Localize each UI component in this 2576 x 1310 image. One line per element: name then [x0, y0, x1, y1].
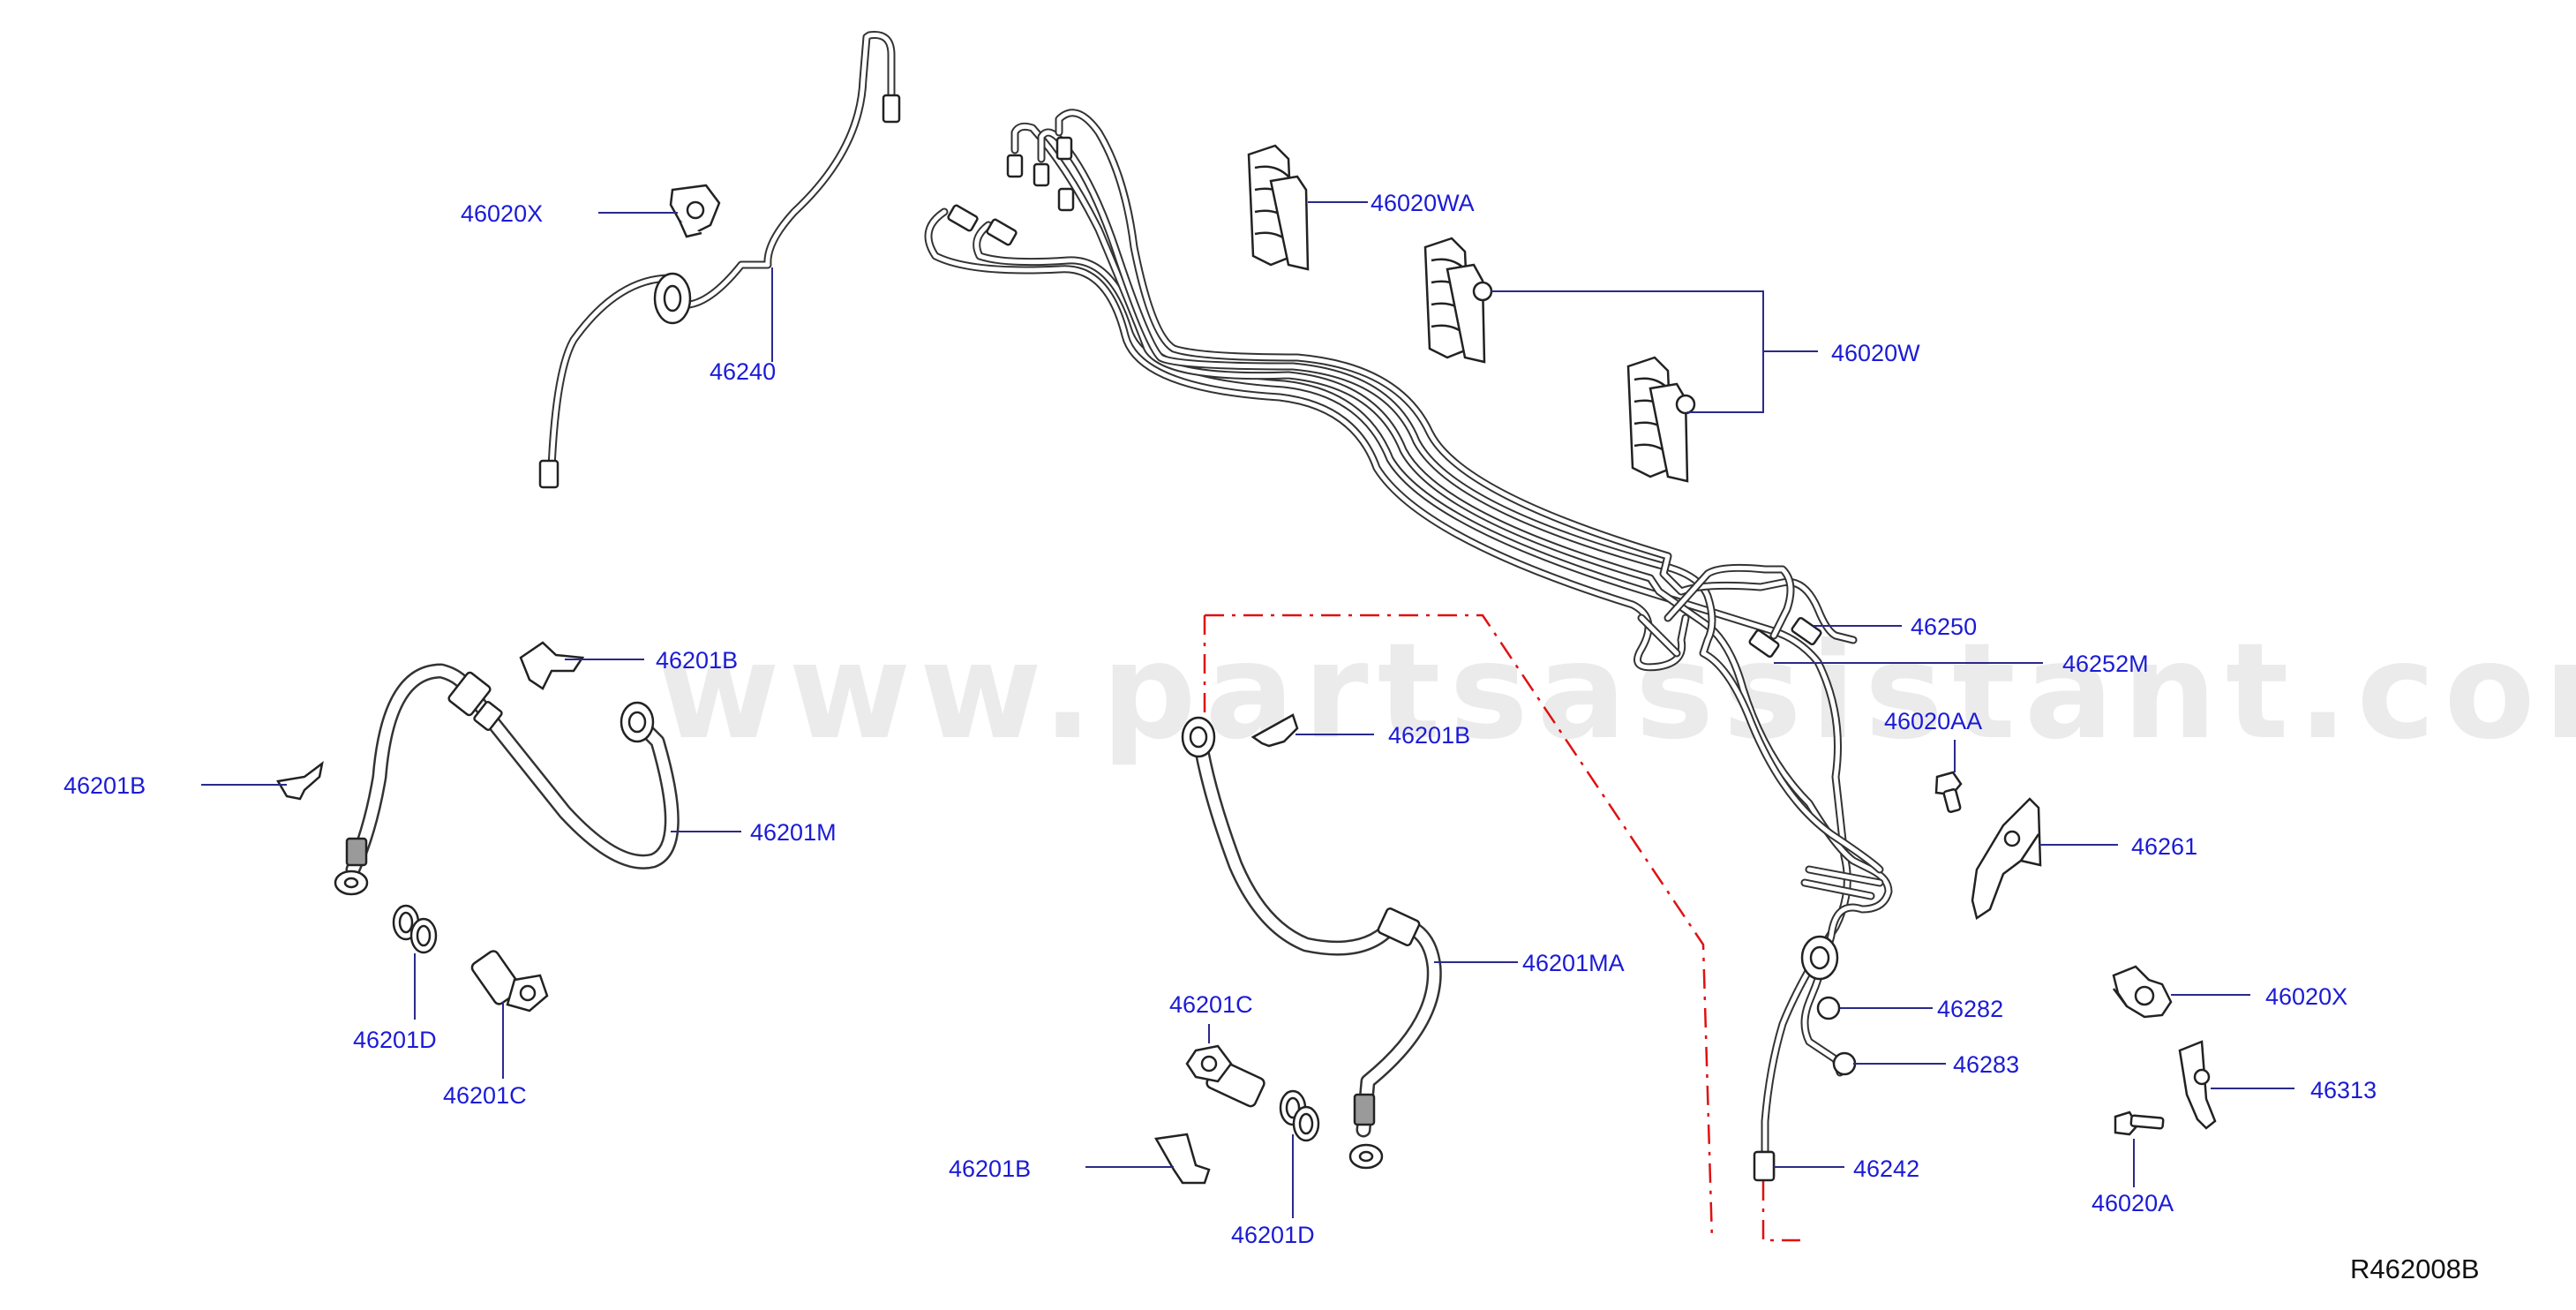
callout-46201ma[interactable]: 46201MA [1522, 950, 1625, 976]
rear-brake-tube-bundle-46250[interactable] [924, 109, 1893, 1180]
fitting-46283[interactable] [1832, 1051, 1857, 1076]
callout-46201b-bottom[interactable]: 46201B [949, 1156, 1031, 1182]
fitting-46242[interactable] [1753, 1150, 1776, 1182]
callout-46020a[interactable]: 46020A [2092, 1190, 2174, 1216]
callout-46020aa[interactable]: 46020AA [1884, 708, 1982, 734]
union-bolt-46201c-middle[interactable] [1185, 1044, 1265, 1108]
front-brake-tube-46240[interactable] [538, 30, 901, 489]
callout-46201d-left[interactable]: 46201D [353, 1027, 437, 1053]
callout-46201c-left[interactable]: 46201C [443, 1082, 527, 1109]
callout-46201d-middle[interactable]: 46201D [1231, 1222, 1315, 1248]
callout-46020w[interactable]: 46020W [1831, 340, 1920, 366]
clip-46020x-top[interactable] [669, 184, 721, 238]
callout-46313[interactable]: 46313 [2310, 1077, 2377, 1103]
assembly-boundary-dashed-line [1203, 614, 1800, 1242]
fitting-46282[interactable] [1816, 996, 1841, 1020]
union-bolt-46201c-left[interactable] [470, 949, 549, 1013]
callout-46252m[interactable]: 46252M [2062, 651, 2149, 677]
callout-46201m[interactable]: 46201M [750, 819, 837, 846]
leader-lines [201, 201, 2294, 1218]
copper-washers-46201d-left[interactable] [392, 904, 438, 954]
hose-clip-46201b-bottom[interactable] [1154, 1133, 1211, 1185]
watermark: www.partsassistant.com [657, 615, 2576, 769]
hose-clip-46201b-left-top[interactable] [519, 641, 585, 690]
hose-clip-46201b-middle[interactable] [1250, 713, 1299, 748]
tube-clip-46020w-upper[interactable] [1423, 237, 1493, 364]
callout-labels: 46020X 46240 46020WA 46020W 46250 46252M… [64, 190, 2377, 1248]
bolt-46020aa[interactable] [1934, 771, 1963, 813]
callout-46283[interactable]: 46283 [1953, 1051, 2019, 1078]
callout-46020x-right[interactable]: 46020X [2265, 983, 2347, 1010]
callout-46261[interactable]: 46261 [2131, 833, 2197, 860]
callout-46240[interactable]: 46240 [710, 358, 776, 385]
bracket-46261[interactable] [1971, 797, 2042, 921]
callout-46201c-middle[interactable]: 46201C [1169, 991, 1253, 1018]
callout-46282[interactable]: 46282 [1937, 996, 2003, 1022]
clip-46020x-right[interactable] [2112, 965, 2173, 1019]
bolt-46020a[interactable] [2114, 1110, 2165, 1136]
brake-hose-46201ma-middle[interactable] [1181, 716, 1442, 1170]
callout-46250[interactable]: 46250 [1911, 614, 1977, 640]
callout-46020wa[interactable]: 46020WA [1371, 190, 1475, 216]
diagram-reference-code: R462008B [2350, 1254, 2480, 1284]
callout-46242[interactable]: 46242 [1853, 1156, 1919, 1182]
callout-46201b-left-top[interactable]: 46201B [656, 647, 738, 674]
callout-46201b-middle[interactable]: 46201B [1388, 722, 1470, 749]
callout-46020x-top[interactable]: 46020X [461, 200, 543, 227]
tube-clip-46020wa[interactable] [1247, 144, 1310, 271]
bracket-46313[interactable] [2178, 1040, 2217, 1130]
callout-46201b-left[interactable]: 46201B [64, 772, 146, 799]
tube-clip-46020w-lower[interactable] [1626, 356, 1696, 483]
hose-clip-46201b-left[interactable] [276, 761, 324, 801]
brake-hose-46201m-left[interactable] [334, 663, 680, 896]
copper-washers-46201d-middle[interactable] [1279, 1089, 1320, 1142]
